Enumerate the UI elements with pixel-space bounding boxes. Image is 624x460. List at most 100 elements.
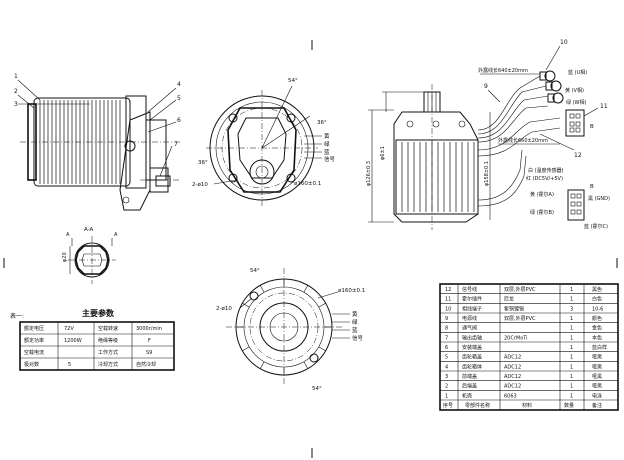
bom-cell: 10 xyxy=(445,306,451,312)
svg-text:黄 (霍尔A): 黄 (霍尔A) xyxy=(530,191,554,198)
bom-cell: 输出齿轴 xyxy=(462,334,482,341)
bom-cell: 电源线 xyxy=(462,315,477,322)
angle-54-bottom-b: 54° xyxy=(312,386,322,392)
svg-text:φ20: φ20 xyxy=(62,252,68,262)
view-mark-b2: B xyxy=(590,184,594,190)
bom-cell: 10-6 xyxy=(592,306,603,312)
bom-cell: 哑黑 xyxy=(592,355,602,361)
hole-dim-bottom: 2-ø10 xyxy=(216,306,232,312)
params-table-label: 表一: xyxy=(10,312,24,320)
bom-cell: 哑黑 xyxy=(592,374,602,380)
params-heading: 主要参数 xyxy=(82,308,115,318)
angle-54-top: 54° xyxy=(288,78,298,84)
svg-text:极对数: 极对数 xyxy=(24,361,39,368)
bolt-dim-bottom: ø160±0.1 xyxy=(338,288,365,294)
svg-text:绿: 绿 xyxy=(324,140,330,148)
angle-36-b: 36° xyxy=(198,160,208,166)
svg-text:黄: 黄 xyxy=(352,310,358,318)
bom-cell: 1 xyxy=(570,316,573,322)
wire-u: 蓝 (U相) xyxy=(568,69,587,76)
bom-cell: 双层,外层PVC xyxy=(504,286,536,293)
bom-cell: 黑色 xyxy=(592,286,602,293)
bom-cell: 电泳 xyxy=(592,392,602,399)
callout-6: 6 xyxy=(177,117,181,124)
svg-text:信号: 信号 xyxy=(352,334,364,342)
callout-9: 9 xyxy=(484,83,488,90)
svg-text:A: A xyxy=(66,232,70,238)
svg-text:黄: 黄 xyxy=(324,132,330,140)
side-view-motor xyxy=(20,95,180,211)
svg-text:红 (DC5V/+5V): 红 (DC5V/+5V) xyxy=(526,175,563,182)
bom-cell: 1 xyxy=(570,345,573,351)
section-arrows: A A xyxy=(66,232,118,246)
svg-text:1200W: 1200W xyxy=(64,338,82,344)
callout-7: 7 xyxy=(174,141,178,148)
bom-cell: 哑黑 xyxy=(592,364,602,370)
angle-36-a: 36° xyxy=(317,120,327,126)
bom-cell: 6 xyxy=(445,345,448,351)
bom-cell: 紫铜镀锡 xyxy=(504,305,524,312)
bom-cell: 9 xyxy=(445,316,448,322)
bom-cell: 蓝白样 xyxy=(592,344,607,351)
bom-cell: 1 xyxy=(445,393,448,399)
bom-cell: 20CrMoTi xyxy=(504,335,528,341)
section-aa: A-A φ20 xyxy=(62,227,116,284)
dim-flange: φ158±0.1 xyxy=(484,161,490,186)
svg-text:信号: 信号 xyxy=(324,155,336,163)
bom-cell: 1 xyxy=(570,335,573,341)
front-view-top: 54° 36° 36° 2-ø10 ø160±0.1 xyxy=(192,78,327,206)
bom-cell: 双层,外层PVC xyxy=(504,315,536,322)
callout-3: 3 xyxy=(14,101,18,108)
wire-v: 黄 (V相) xyxy=(565,87,584,94)
bom-cell: 5 xyxy=(445,355,448,361)
svg-text:黑 (GND): 黑 (GND) xyxy=(588,196,610,202)
bom-cell: 信号线 xyxy=(462,286,477,293)
bom-cell: 前端盖 xyxy=(462,373,477,380)
svg-text:白 (温度传感器): 白 (温度传感器) xyxy=(528,167,564,174)
bom-cell: 3 xyxy=(570,306,573,312)
bom-cell: 1 xyxy=(570,287,573,293)
right-view-fins xyxy=(401,142,475,212)
bom-cell: 8 xyxy=(445,326,448,332)
callout-2: 2 xyxy=(14,88,18,95)
bom-cell: 1 xyxy=(570,384,573,390)
bom-cell: 安装端盖 xyxy=(462,344,482,351)
svg-text:S9: S9 xyxy=(146,350,152,356)
bom-cell: 金色 xyxy=(592,325,602,332)
svg-text:空载转速: 空载转速 xyxy=(98,325,118,332)
svg-text:5: 5 xyxy=(68,362,71,368)
svg-text:蓝 (霍尔C): 蓝 (霍尔C) xyxy=(584,223,608,230)
callout-12: 12 xyxy=(574,152,582,159)
svg-text:3000r/min: 3000r/min xyxy=(136,326,162,332)
bom-cell: 后端盖 xyxy=(462,383,477,390)
callout-1: 1 xyxy=(14,73,18,80)
bom-cell: ADC12 xyxy=(504,374,521,380)
dim-body: φ126±0.3 xyxy=(366,161,372,186)
bom-cell: 厄龙 xyxy=(504,296,514,303)
bom-cell: 1 xyxy=(570,297,573,303)
bom-cell: 3 xyxy=(445,374,448,380)
svg-text:蓝: 蓝 xyxy=(324,148,330,156)
bom-cell: 霍尔插件 xyxy=(462,296,482,303)
harness-len-bottom: 外露线长660±20mm xyxy=(498,137,548,144)
bom-cell: 相线端子 xyxy=(462,305,482,312)
svg-text:蓝: 蓝 xyxy=(352,326,358,334)
bom-cell: 颜色 xyxy=(592,315,602,322)
svg-text:72V: 72V xyxy=(64,326,74,332)
bolt-dim-top: ø160±0.1 xyxy=(294,181,321,187)
bom-cell: 11 xyxy=(445,297,451,303)
svg-text:额定功率: 额定功率 xyxy=(24,337,44,344)
bom-header-note: 备注 xyxy=(592,402,602,409)
wire-labels-top: 黄 绿 蓝 信号 xyxy=(304,132,336,163)
svg-text:自然冷却: 自然冷却 xyxy=(136,361,156,368)
svg-text:A: A xyxy=(114,232,118,238)
bom-cell: 白色 xyxy=(592,296,602,303)
callout-10: 10 xyxy=(560,39,568,46)
svg-text:工作方式: 工作方式 xyxy=(98,349,118,356)
svg-text:F: F xyxy=(148,338,151,344)
angle-54-bottom-a: 54° xyxy=(250,268,260,274)
bom-cell: 本色 xyxy=(592,334,602,341)
bom-cell: 2 xyxy=(445,384,448,390)
